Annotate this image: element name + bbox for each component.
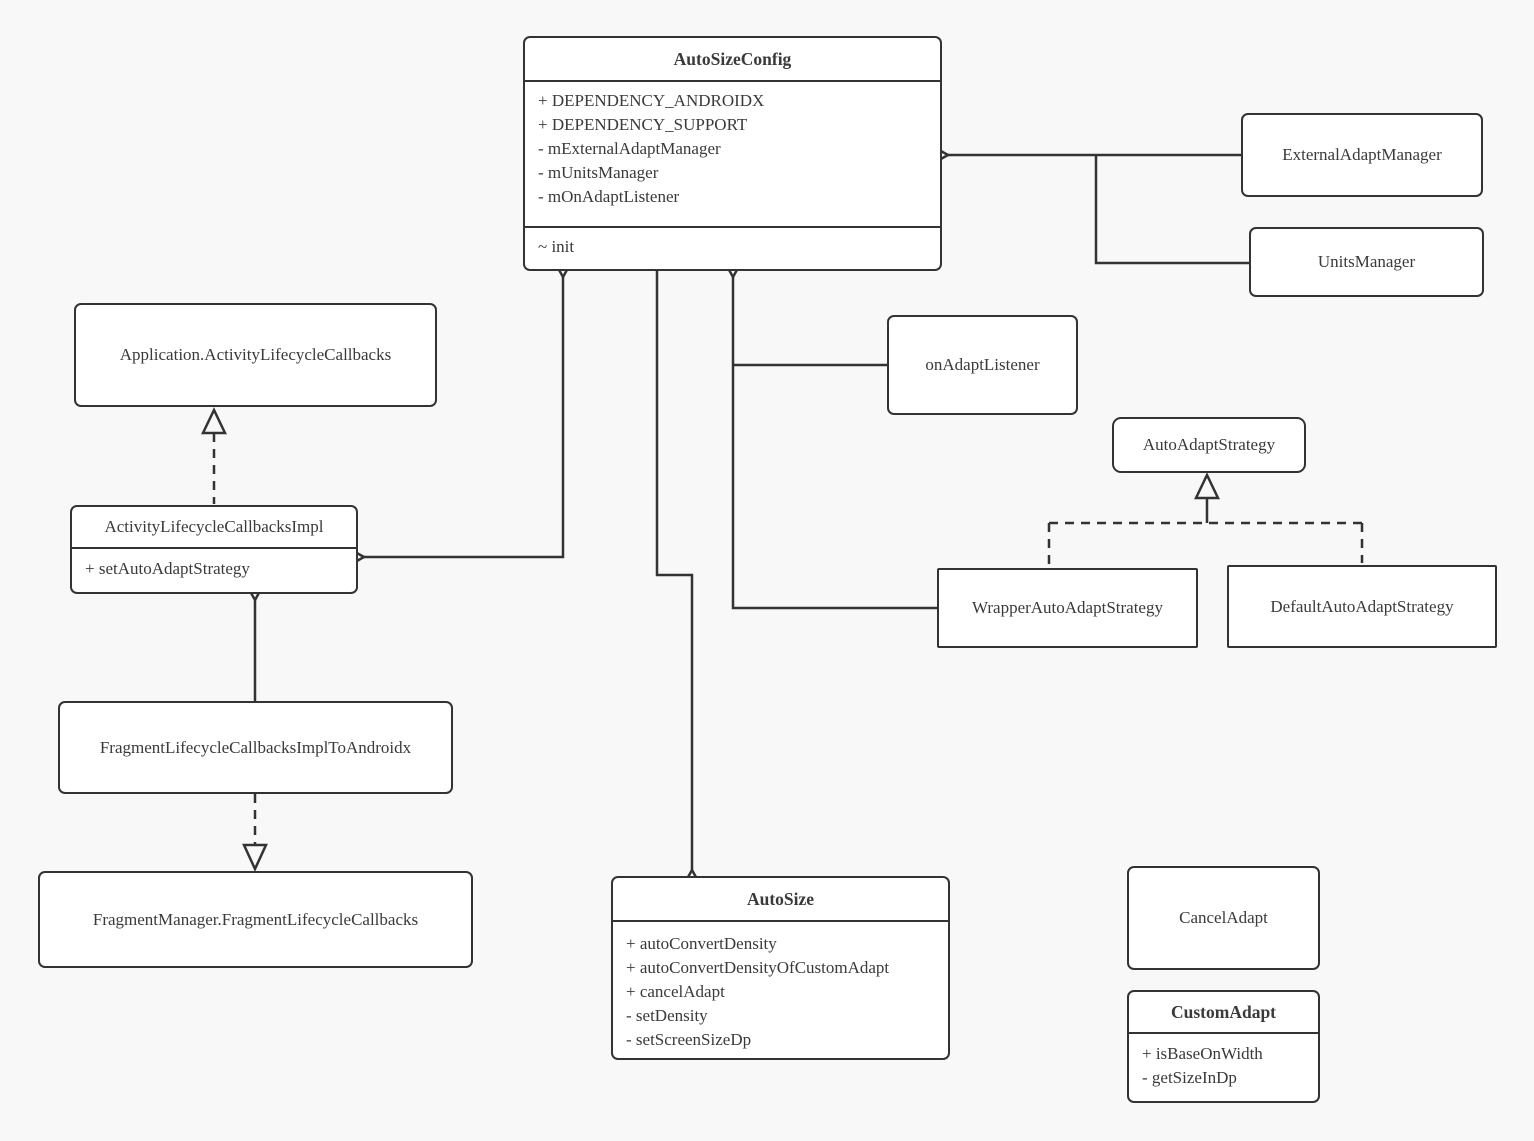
member-row: + autoConvertDensityOfCustomAdapt [626,958,890,977]
class-title: DefaultAutoAdaptStrategy [1270,596,1454,616]
class-application-activity-lifecycle-callbacks: Application.ActivityLifecycleCallbacks [74,303,437,407]
edge-wrapper-auto-adapt-strategy-to-auto-size-config [722,260,937,610]
member-row: + DEPENDENCY_ANDROIDX [538,91,765,110]
member-row: - setDensity [626,1006,708,1025]
class-title: ActivityLifecycleCallbacksImpl [72,507,356,549]
class-title: AutoAdaptStrategy [1142,435,1276,454]
class-custom-adapt: CustomAdapt + isBaseOnWidth - getSizeInD… [1127,990,1320,1103]
methods-compartment: ~ init [525,228,940,259]
member-row: - mOnAdaptListener [538,187,680,206]
class-units-manager: UnitsManager [1249,227,1484,297]
class-title: FragmentManager.FragmentLifecycleCallbac… [92,909,419,929]
class-external-adapt-manager: ExternalAdaptManager [1241,113,1483,197]
hollow-triangle-up-application-callbacks [201,407,227,435]
methods-compartment: + isBaseOnWidth - getSizeInDp [1129,1034,1318,1090]
class-title: AutoSize [613,878,948,922]
class-activity-lifecycle-callbacks-impl: ActivityLifecycleCallbacksImpl + setAuto… [70,505,358,594]
hollow-triangle-up-auto-adapt-strategy [1194,472,1220,500]
class-cancel-adapt: CancelAdapt [1127,866,1320,970]
methods-compartment: + autoConvertDensity + autoConvertDensit… [613,922,948,1052]
class-title: Application.ActivityLifecycleCallbacks [119,345,392,364]
member-row: + setAutoAdaptStrategy [85,559,250,578]
member-row: + cancelAdapt [626,982,725,1001]
edge-auto-size-config-activity-lifecycle-callbacks-impl [347,260,574,568]
member-row: - mExternalAdaptManager [538,139,721,158]
member-row: + autoConvertDensity [626,934,777,953]
class-auto-size-config: AutoSizeConfig + DEPENDENCY_ANDROIDX + D… [523,36,942,271]
member-row: ~ init [538,237,575,256]
member-row: + isBaseOnWidth [1142,1044,1263,1063]
edge-auto-size-config-to-auto-size [655,271,703,887]
methods-compartment: + setAutoAdaptStrategy [72,549,356,581]
class-title: CustomAdapt [1129,992,1318,1034]
class-auto-adapt-strategy: AutoAdaptStrategy [1112,417,1306,473]
class-title: FragmentLifecycleCallbacksImplToAndroidx [99,737,412,757]
member-row: - setScreenSizeDp [626,1030,752,1049]
class-on-adapt-listener: onAdaptListener [887,315,1078,415]
edge-units-manager-to-auto-size-config [1094,156,1249,265]
class-title: UnitsManager [1317,252,1416,271]
class-fragment-manager-fragment-lifecycle-callbacks: FragmentManager.FragmentLifecycleCallbac… [38,871,473,968]
class-title: ExternalAdaptManager [1282,145,1442,164]
class-title: onAdaptListener [925,355,1040,374]
class-title: CancelAdapt [1179,908,1268,927]
class-wrapper-auto-adapt-strategy: WrapperAutoAdaptStrategy [937,568,1198,648]
class-default-auto-adapt-strategy: DefaultAutoAdaptStrategy [1227,565,1497,648]
class-fragment-lifecycle-callbacks-impl-to-androidx: FragmentLifecycleCallbacksImplToAndroidx [58,701,453,794]
member-row: - mUnitsManager [538,163,659,182]
fields-compartment: + DEPENDENCY_ANDROIDX + DEPENDENCY_SUPPO… [525,82,940,228]
member-row: - getSizeInDp [1142,1068,1237,1087]
class-title: WrapperAutoAdaptStrategy [972,598,1163,617]
hollow-triangle-down-fragment-manager-callbacks [242,843,268,873]
class-auto-size: AutoSize + autoConvertDensity + autoConv… [611,876,950,1060]
class-title: AutoSizeConfig [525,38,940,82]
member-row: + DEPENDENCY_SUPPORT [538,115,748,134]
